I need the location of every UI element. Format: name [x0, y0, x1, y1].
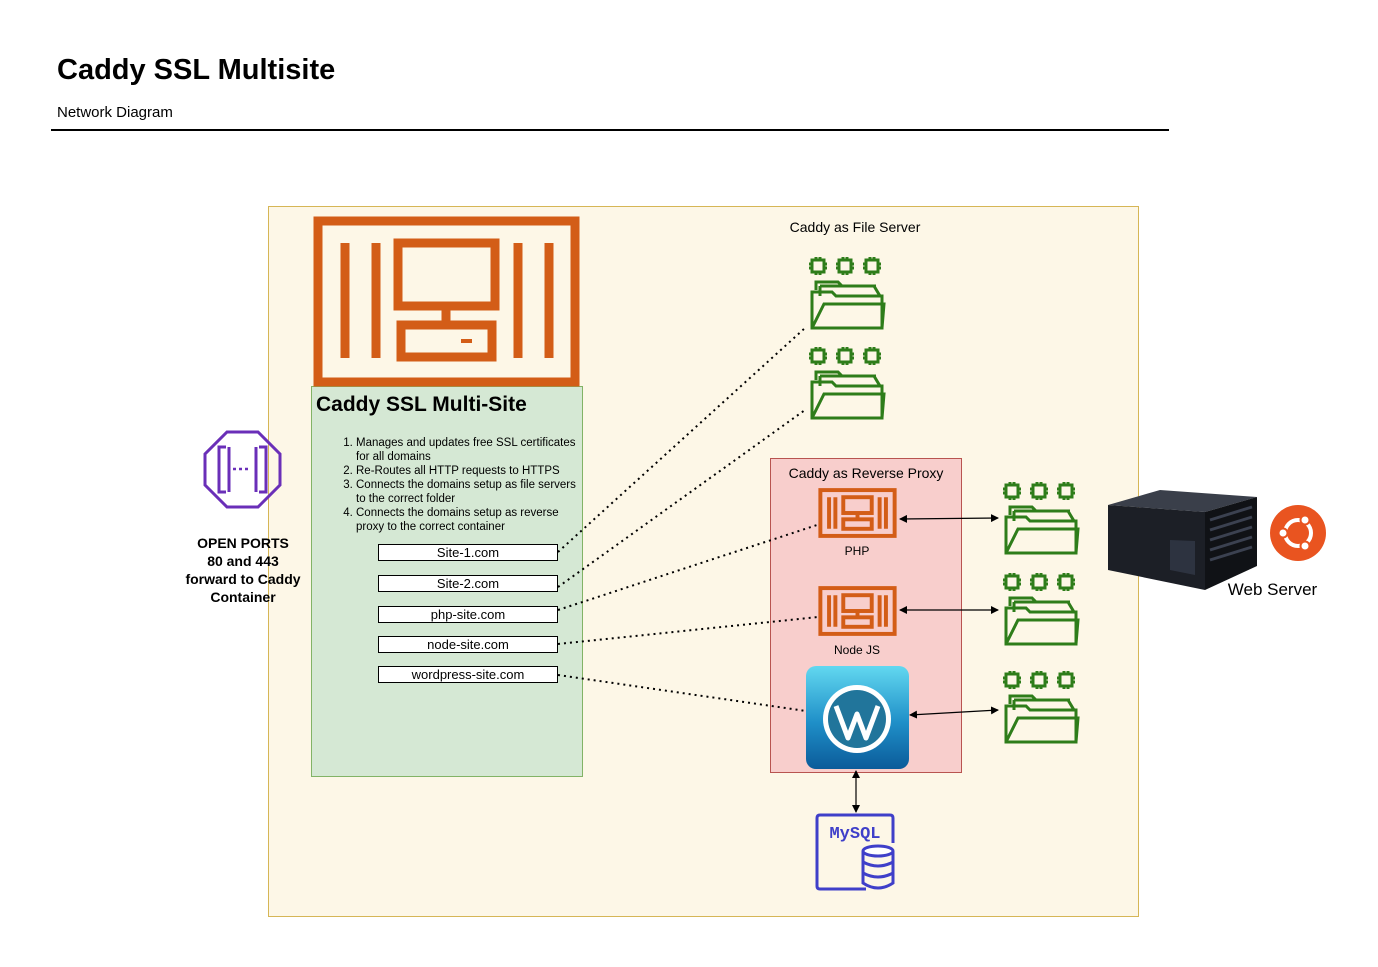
web-server-label: Web Server [1227, 580, 1318, 599]
domain-box-node-site: node-site.com [378, 636, 558, 653]
caddy-server-icon [313, 216, 580, 387]
caddy-heading: Caddy SSL Multi-Site [316, 393, 527, 416]
ports-line: forward to Caddy [185, 571, 301, 587]
feature-item: Manages and updates free SSL certificate… [356, 436, 576, 464]
file-server-folder-icon [807, 256, 886, 330]
ports-line: Container [210, 589, 276, 605]
file-server-folder-icon [807, 346, 886, 420]
reverse-proxy-label: Caddy as Reverse Proxy [788, 465, 944, 481]
ports-line: 80 and 443 [207, 553, 279, 569]
open-ports-label: OPEN PORTS 80 and 443 forward to Caddy C… [176, 534, 310, 606]
nodejs-label: Node JS [833, 643, 881, 657]
page-title: Caddy SSL Multisite [57, 54, 336, 86]
ports-line: OPEN PORTS [197, 535, 289, 551]
nodejs-folder-icon [1001, 572, 1080, 646]
mysql-icon [815, 813, 895, 891]
wordpress-folder-icon [1001, 670, 1080, 744]
domain-box-site-2: Site-2.com [378, 575, 558, 592]
wordpress-icon [806, 666, 909, 769]
arrow-wordpress-folder [909, 706, 999, 719]
file-server-label: Caddy as File Server [789, 219, 921, 235]
header-divider [51, 129, 1169, 131]
ubuntu-icon [1270, 505, 1326, 561]
php-container-icon [820, 490, 894, 536]
link-site-1 [557, 327, 806, 553]
domain-box-site-1: Site-1.com [378, 544, 558, 561]
domain-box-php-site: php-site.com [378, 606, 558, 623]
caddy-feature-list: Manages and updates free SSL certificate… [316, 436, 576, 534]
php-folder-icon [1001, 481, 1080, 555]
link-site-2 [557, 409, 806, 588]
web-server-icon [1108, 490, 1257, 590]
page-subtitle: Network Diagram [57, 104, 173, 121]
arrow-php-folder [899, 514, 999, 523]
link-php-site [557, 523, 821, 611]
domain-box-wordpress-site: wordpress-site.com [378, 666, 558, 683]
feature-item: Connects the domains setup as reverse pr… [356, 506, 576, 534]
feature-item: Connects the domains setup as file serve… [356, 478, 576, 506]
open-ports-icon [203, 430, 282, 509]
php-label: PHP [844, 544, 870, 558]
feature-item: Re-Routes all HTTP requests to HTTPS [356, 464, 576, 478]
link-wordpress-site [557, 674, 807, 712]
link-node-site [557, 616, 819, 645]
nodejs-container-icon [820, 588, 894, 634]
mysql-label: MySQL [829, 825, 880, 844]
